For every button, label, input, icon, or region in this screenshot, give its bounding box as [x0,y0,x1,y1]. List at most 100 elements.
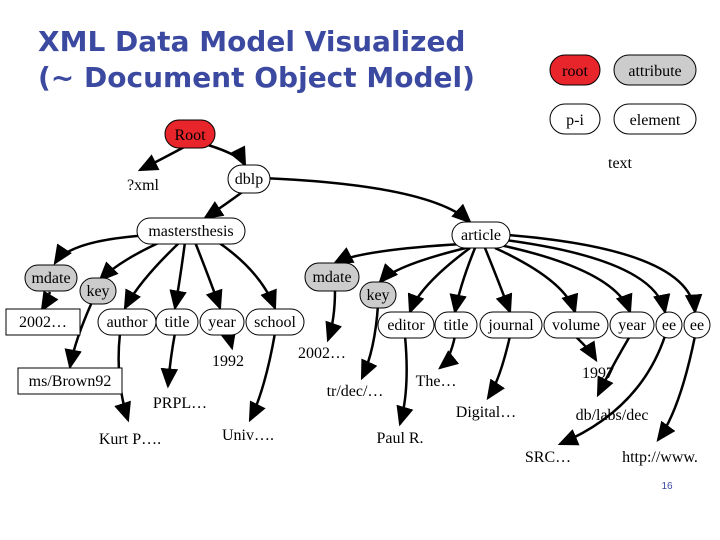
node-ee-1 [655,311,683,339]
value-key-1: ms/Brown92 [29,373,112,390]
node-ee-2 [683,311,711,339]
node-volume [543,311,609,339]
edge-article-journal [483,247,513,315]
edge-article-year [499,243,633,315]
legend-pi-swatch [549,103,601,135]
edge-volume-value [574,335,598,363]
node-mdate-1-label: mdate [31,270,70,287]
value-ee-2: SRC… [525,449,571,466]
edge-article-title [449,247,477,315]
node-school-label: school [254,314,296,331]
node-editor-label: editor [387,317,425,334]
title-line-1: XML Data Model Visualized [38,25,466,58]
legend-root-swatch [549,54,601,86]
node-title-1-label: title [165,314,190,331]
edge-root-dblp [207,143,247,168]
edge-article-ee2 [507,233,703,315]
value-title-1: PRPL… [153,395,207,412]
edge-article-mdate [332,242,463,265]
edge-editor-value [396,335,414,427]
node-year-2 [609,311,655,339]
node-key-1 [79,277,117,305]
value-ee-1: db/labs/dec [576,407,649,424]
edge-root-xml [137,143,189,172]
edge-title1-value [160,332,179,389]
node-mdate-2-label: mdate [312,269,351,286]
node-ee-2-label: ee [690,317,704,334]
edge-ms-school [214,238,277,311]
node-key-2 [359,281,397,309]
value-mdate-2: 2002… [298,345,346,362]
node-key-2-label: key [366,287,389,304]
node-article [451,221,511,249]
node-root-label: Root [174,127,206,144]
edge-key2-value [360,304,380,381]
node-dblp [227,164,271,194]
node-root [164,119,216,149]
value-journal: Digital… [456,404,516,421]
node-author-1-label: author [107,314,149,331]
value-year-2: 1997 [582,365,614,382]
tree-nodes: Root ?xml dblp mastersthesis article mda… [24,119,711,339]
value-ee-3: http://www. [622,449,698,466]
edge-dblp-mastersthesis [202,188,246,220]
edge-journal-value [486,335,512,401]
legend-root-label: root [562,63,588,80]
edge-mdate2-value [325,289,343,343]
value-key-1-box [17,367,123,395]
node-key-1-label: key [86,283,109,300]
node-journal-label: journal [487,317,534,334]
value-mdate-1-box [5,308,81,336]
page-number: 16 [661,481,673,492]
edge-ms-author [123,241,181,311]
value-title-2: The… [416,373,457,390]
node-article-label: article [461,227,501,244]
edge-article-editor [407,246,471,315]
text-values: 2002… ms/Brown92 Kurt P…. PRPL… 1992 Uni… [5,308,698,466]
title-line-2: (~ Document Object Model) [38,61,475,94]
edge-ee2-value [656,335,697,443]
node-mdate-1 [24,264,78,292]
edge-key1-value [64,301,94,370]
value-school: Univ…. [222,427,274,444]
node-ee-1-label: ee [662,317,676,334]
legend-attribute-swatch [613,54,697,86]
edge-ms-year [193,241,223,311]
node-school [245,308,305,336]
legend-text-label: text [608,155,633,172]
node-volume-label: volume [552,317,600,334]
node-editor [377,311,435,339]
node-year-2-label: year [618,317,646,334]
edge-ee1-value [557,335,667,446]
node-title-2 [434,311,478,339]
value-mdate-1: 2002… [19,314,67,331]
node-dblp-label: dblp [235,171,263,188]
node-title-2-label: title [444,317,469,334]
node-journal [479,311,543,339]
edge-year2-value [596,335,632,398]
legend-element-label: element [630,112,681,129]
node-xml-label: ?xml [127,177,160,194]
node-year-1-label: year [208,314,236,331]
value-key-2: tr/dec/… [327,383,384,400]
node-mdate-2 [304,262,360,292]
edge-ms-title [169,241,187,311]
edge-article-key [378,245,471,284]
legend-pi-label: p-i [566,112,584,129]
legend: root attribute p-i element text [549,54,697,172]
edge-ms-key [98,238,166,282]
value-editor: Paul R. [376,430,423,447]
edge-dblp-article [261,176,472,224]
edge-school-value [248,332,277,423]
slide-title: XML Data Model Visualized (~ Document Ob… [38,24,475,96]
node-mastersthesis [136,217,246,245]
edge-mdate1-value [40,290,59,313]
value-author: Kurt P…. [99,431,161,448]
edge-ms-mdate [53,233,151,266]
edge-title2-value [438,335,460,370]
legend-attribute-label: attribute [628,63,681,80]
node-year-1 [199,308,245,336]
edge-article-ee1 [504,238,671,315]
